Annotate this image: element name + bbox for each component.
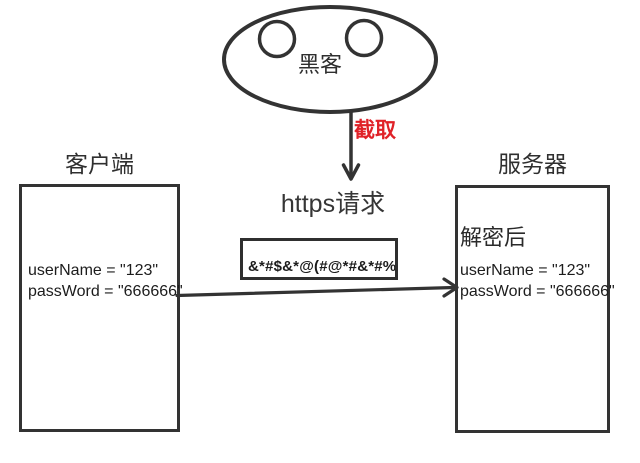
decrypted-label: 解密后 — [460, 225, 527, 250]
encrypted-message-box: &*#$&*@(#@*#&*#% — [240, 238, 398, 280]
server-username-line: userName = "123" — [460, 262, 591, 279]
request-arrow-line — [175, 285, 456, 298]
server-password-line: passWord = "666666" — [460, 283, 615, 300]
server-box — [455, 185, 610, 433]
hacker-head-ellipse — [222, 5, 438, 114]
encrypted-message-text: &*#$&*@(#@*#&*#% — [248, 258, 397, 275]
intercept-label: 截取 — [354, 119, 396, 142]
hacker-left-eye-icon — [257, 19, 297, 59]
hacker-right-eye-icon — [344, 18, 384, 58]
client-title: 客户端 — [65, 151, 134, 177]
intercept-arrowhead-icon — [341, 163, 361, 181]
hacker-label: 黑客 — [297, 52, 342, 77]
client-password-line: passWord = "666666" — [28, 283, 183, 300]
client-username-line: userName = "123" — [28, 262, 159, 279]
https-request-label: https请求 — [280, 190, 386, 218]
client-box — [19, 184, 180, 432]
server-title: 服务器 — [498, 151, 567, 177]
